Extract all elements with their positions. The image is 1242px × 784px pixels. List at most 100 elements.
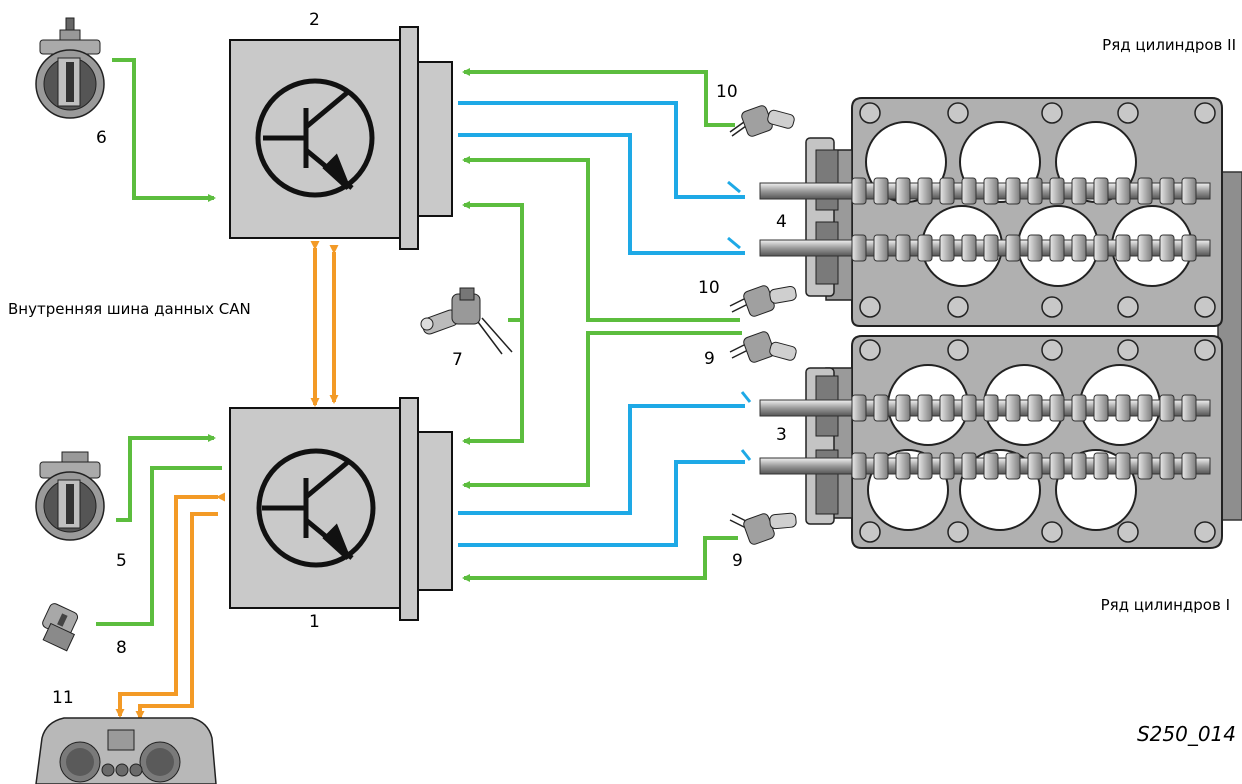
label-can-bus: Внутренняя шина данных CAN <box>8 300 251 318</box>
cam-lobe <box>1137 234 1153 262</box>
cam-lobe <box>961 452 977 480</box>
label-component-5: 5 <box>116 551 127 571</box>
cam-lobe <box>1005 452 1021 480</box>
hall-sensor-icon <box>729 331 797 363</box>
line-10-mid-to-ecu-2 <box>462 156 740 322</box>
figure-code: S250_014 <box>1136 722 1236 746</box>
cam-lobe <box>1115 177 1131 205</box>
line-ecu-1-to-3-upper <box>458 404 745 515</box>
cam-lobe <box>873 177 889 205</box>
cam-lobe <box>1181 452 1197 480</box>
label-component-8: 8 <box>116 638 127 658</box>
cam-lobe <box>983 234 999 262</box>
label-component-9-mid: 9 <box>704 349 715 369</box>
cam-lobe <box>917 394 933 422</box>
label-ecu-2: 2 <box>309 10 320 30</box>
cam-lobe <box>1071 452 1087 480</box>
air-mass-meter-icon <box>35 451 105 541</box>
cam-lobe <box>1005 394 1021 422</box>
temperature-sensor-icon <box>42 603 79 652</box>
cam-lobe <box>1181 177 1197 205</box>
cam-lobe <box>851 394 867 422</box>
cam-lobe <box>1115 234 1131 262</box>
line-ecu-1-to-3-lower <box>458 460 745 547</box>
cam-lobe <box>1115 394 1131 422</box>
cam-lobe <box>1137 394 1153 422</box>
cam-lobe <box>1049 234 1065 262</box>
hall-sensor-icon <box>729 512 797 545</box>
cam-lobe <box>983 452 999 480</box>
engine-speed-sensor-icon <box>420 287 513 355</box>
instrument-cluster-icon <box>35 717 217 784</box>
cam-lobe <box>873 234 889 262</box>
cam-lobe <box>1159 452 1175 480</box>
cam-lobe <box>1093 234 1109 262</box>
line-8-to-ecu-1 <box>96 466 222 626</box>
cam-lobe <box>895 394 911 422</box>
cam-lobe <box>1027 234 1043 262</box>
output-signal-lines <box>458 101 752 547</box>
cam-lobe <box>939 177 955 205</box>
cylinder-head-bank-1 <box>851 335 1223 549</box>
cam-lobe <box>1115 452 1131 480</box>
cam-lobe <box>1181 234 1197 262</box>
transistor-icon <box>255 78 375 198</box>
label-bank-2: Ряд цилиндров II <box>1102 36 1236 54</box>
label-component-3: 3 <box>776 425 787 445</box>
can-ecu-1-to-cluster-b <box>135 512 218 720</box>
input-signal-lines <box>96 58 742 626</box>
line-7-to-ecu-1 <box>462 318 524 445</box>
cam-lobe <box>1027 452 1043 480</box>
line-6-to-ecu-2 <box>112 58 216 202</box>
cam-lobe <box>1093 177 1109 205</box>
line-5-to-ecu-1 <box>116 434 216 522</box>
cam-lobe <box>873 452 889 480</box>
cam-lobe <box>961 394 977 422</box>
label-ecu-1: 1 <box>309 612 320 632</box>
cam-lobe <box>917 234 933 262</box>
cam-lobe <box>939 452 955 480</box>
cam-lobe <box>1137 177 1153 205</box>
cam-lobe <box>1137 452 1153 480</box>
cam-lobe <box>1159 177 1175 205</box>
cylinder-head-bank-2 <box>851 97 1223 327</box>
line-ecu-2-to-4-upper <box>458 101 745 199</box>
cam-lobe <box>1049 452 1065 480</box>
cam-lobe <box>1027 177 1043 205</box>
cam-lobe <box>1093 394 1109 422</box>
cam-lobe <box>983 177 999 205</box>
cam-lobe <box>917 452 933 480</box>
label-component-11: 11 <box>52 688 74 708</box>
cam-lobe <box>895 234 911 262</box>
line-9-mid-to-ecu-1 <box>462 331 742 489</box>
can-ecu-1-to-cluster-a <box>115 492 225 718</box>
cam-lobe <box>851 452 867 480</box>
label-component-10-mid: 10 <box>698 278 720 298</box>
cam-lobe <box>917 177 933 205</box>
cam-lobe <box>1093 452 1109 480</box>
hall-sensor-icon <box>729 105 795 137</box>
label-component-7: 7 <box>452 350 463 370</box>
cam-lobe <box>961 234 977 262</box>
line-10-top-to-ecu-2 <box>462 68 735 127</box>
can-bus-lines <box>115 241 339 720</box>
cam-lobe <box>895 452 911 480</box>
transistor-icon <box>256 448 376 568</box>
ecu-2 <box>229 26 453 250</box>
label-component-10-top: 10 <box>716 82 738 102</box>
engine-cylinder-heads <box>759 97 1242 549</box>
cam-lobe <box>1049 177 1065 205</box>
cam-lobe <box>873 394 889 422</box>
cam-lobe <box>1181 394 1197 422</box>
cam-lobe <box>1049 394 1065 422</box>
air-mass-meter-icon <box>35 17 105 119</box>
cam-lobe <box>1071 177 1087 205</box>
ecu-1 <box>229 397 453 621</box>
cam-lobe <box>1159 234 1175 262</box>
cam-lobe <box>961 177 977 205</box>
cam-lobe <box>939 394 955 422</box>
hall-sensor-icon <box>729 285 797 317</box>
cam-lobe <box>1005 177 1021 205</box>
label-bank-1: Ряд цилиндров I <box>1100 596 1230 614</box>
